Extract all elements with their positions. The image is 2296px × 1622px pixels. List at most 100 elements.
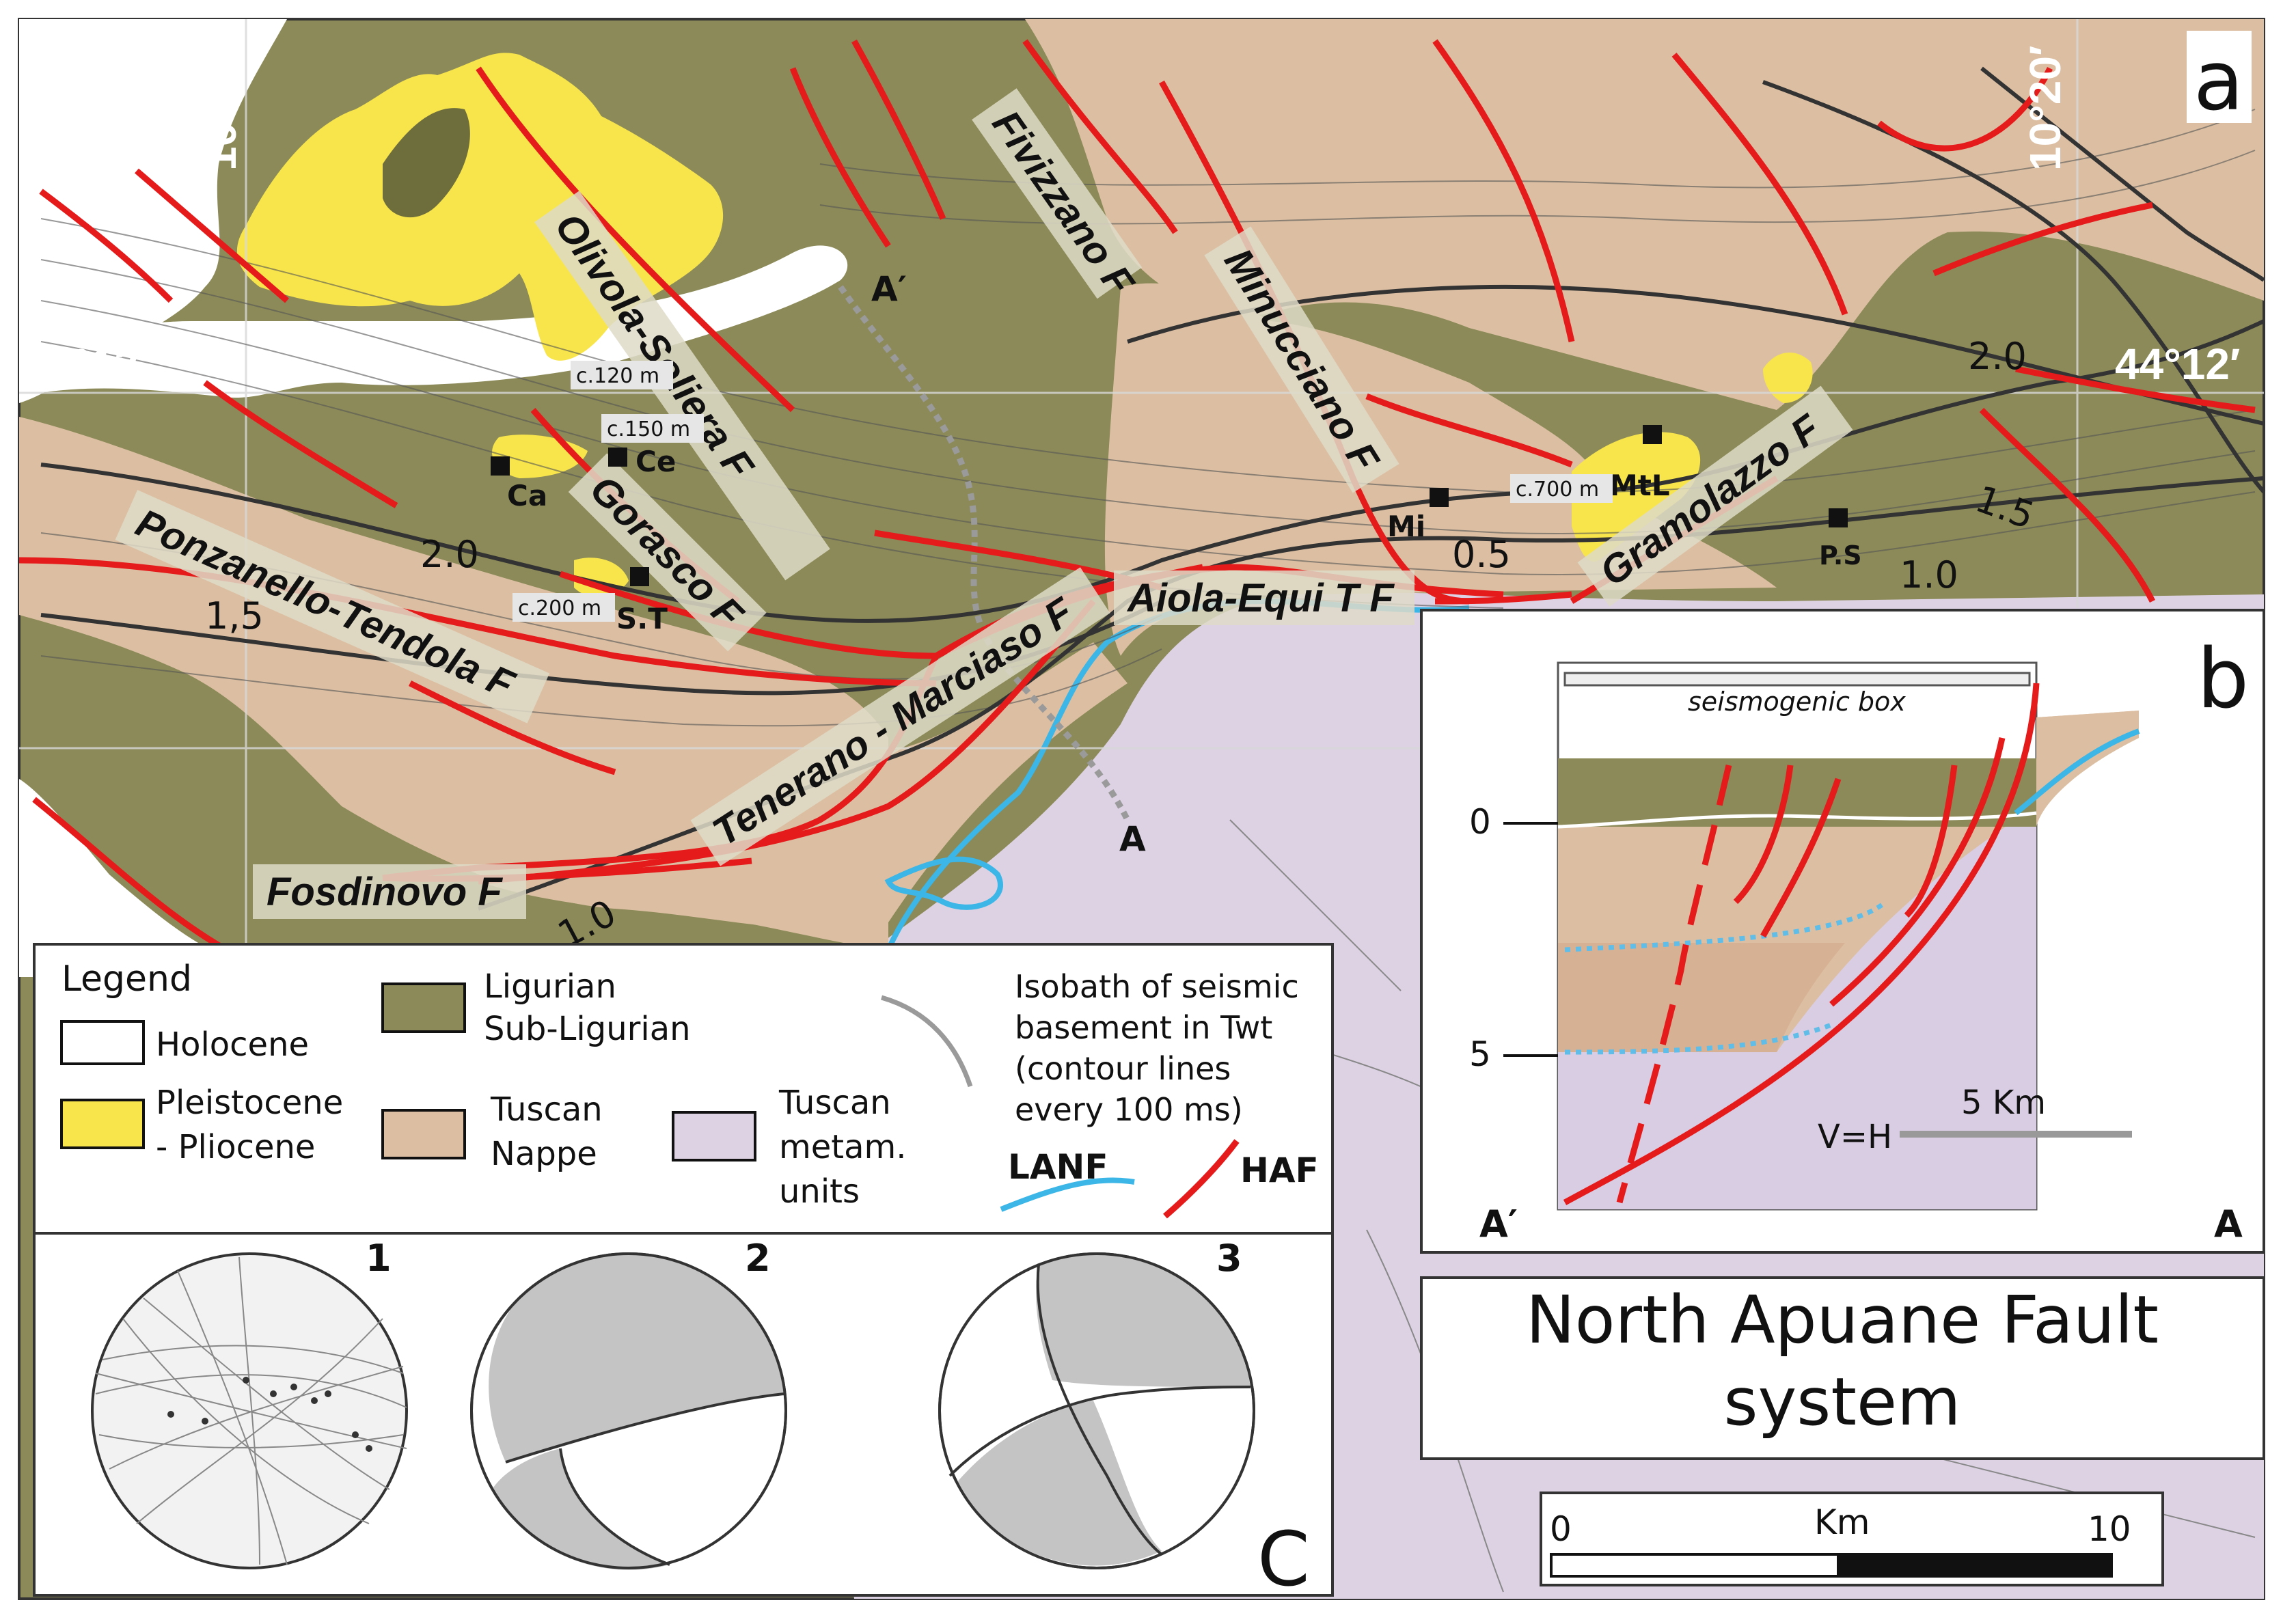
stereonet-2 — [470, 1252, 787, 1570]
place-ce: Ce — [636, 445, 676, 478]
marker-st — [630, 567, 649, 586]
title-line-2: system — [1723, 1364, 1960, 1440]
section-right-end: A — [2214, 1202, 2243, 1246]
title-box-frame — [1420, 1276, 2265, 1460]
panel-c-label: C — [1257, 1515, 1310, 1603]
holocene-area-nw — [19, 19, 287, 403]
ponzanello-fault-2 — [18, 557, 937, 687]
olivola-soliera-fault — [476, 66, 795, 413]
panel-a-label: a — [2194, 34, 2244, 129]
holocene-area-valley — [19, 245, 848, 398]
legend-pleistocene-2: - Pliocene — [156, 1128, 315, 1166]
stereonet-1-label: 1 — [366, 1237, 392, 1280]
ligurian-patch — [383, 108, 470, 218]
legend-swatch-tuscan-metam — [672, 1111, 756, 1161]
legend-haf: HAF — [1240, 1151, 1319, 1190]
pleistocene-area-ne — [1763, 353, 1813, 403]
scalebar-unit: Km — [1814, 1502, 1870, 1542]
depth-5-label: 5 — [1469, 1034, 1491, 1074]
elev-700: c.700 m — [1516, 478, 1599, 501]
place-markers: Ce Ca S.T Mi MtL P.S — [491, 425, 1862, 635]
legend-tuscan-metam-2: metam. — [779, 1128, 907, 1166]
elev-120: c.120 m — [576, 364, 659, 388]
legend-tuscan-nappe-1: Tuscan — [490, 1090, 603, 1129]
marker-ce — [608, 448, 627, 467]
section-trace — [838, 285, 1131, 822]
panel-b-label: b — [2197, 632, 2249, 727]
legend-isobath-4: every 100 ms) — [1015, 1091, 1243, 1128]
legend-lanf: LANF — [1008, 1147, 1108, 1187]
coordinate-labels: 10°00′ 10°20′ 44°12′ 44°12′ — [24, 46, 2240, 389]
place-ca: Ca — [507, 479, 547, 512]
legend-tuscan-nappe-2: Nappe — [491, 1135, 597, 1173]
marker-ca — [491, 456, 510, 476]
lat-left-label: 44°12′ — [24, 340, 149, 389]
scalebar-white — [1550, 1553, 1840, 1578]
depth-0-label: 0 — [1469, 802, 1491, 842]
legend-isobath-2: basement in Twt — [1015, 1009, 1272, 1046]
legend-ligurian-2: Sub-Ligurian — [484, 1010, 691, 1048]
marker-ps — [1829, 508, 1848, 527]
title-box: North Apuane Fault system — [1420, 1276, 2265, 1460]
stereonet-3 — [938, 1252, 1255, 1569]
place-st: S.T — [616, 602, 668, 635]
isobath-contours-thin — [40, 109, 2256, 727]
isobath-label-1-5-left: 1,5 — [205, 594, 264, 637]
legend-panel: Legend Holocene Pleistocene - Pliocene L… — [33, 943, 1334, 1235]
marker-mtl — [1643, 425, 1662, 444]
fivizzano-fault — [1022, 39, 1178, 234]
legend-swatch-tuscan-nappe — [381, 1109, 466, 1159]
section-left-end: A′ — [1479, 1202, 1518, 1246]
section-scale-label: 5 Km — [1961, 1084, 2046, 1122]
legend-isobath-3: (contour lines — [1015, 1050, 1231, 1087]
legend-tuscan-metam-1: Tuscan — [778, 1084, 891, 1122]
isobath-label-2-0-left: 2.0 — [420, 533, 479, 576]
elev-150: c.150 m — [607, 417, 690, 441]
lon-right-label: 10°20′ — [2021, 46, 2070, 171]
holocene-area-sw — [19, 779, 226, 977]
panel-a-bg — [2187, 31, 2252, 123]
section-end-a-prime: A′ — [871, 269, 907, 309]
legend-haf-line — [1163, 1139, 1240, 1219]
legend-holocene: Holocene — [156, 1026, 309, 1064]
scalebar-black — [1837, 1553, 2113, 1578]
legend-title: Legend — [62, 959, 192, 1000]
map-scale-bar: Km 0 10 — [1540, 1492, 2164, 1586]
aiola-equi-label: Aiola-Equi T F — [1126, 576, 1395, 620]
tuscan-nappe-area-north — [1025, 19, 2264, 410]
legend-lanf-line — [1000, 1177, 1135, 1212]
stereonet-panel: C 1 2 — [33, 1232, 1334, 1603]
lat-right-label: 44°12′ — [2115, 340, 2240, 389]
seismogenic-box-label: seismogenic box — [1688, 687, 1906, 717]
legend-frame — [33, 943, 1334, 1235]
marker-mi — [1430, 488, 1449, 507]
legend-tuscan-metam-3: units — [779, 1172, 860, 1211]
legend-swatch-holocene — [60, 1020, 145, 1065]
legend-swatch-pleistocene — [60, 1099, 145, 1149]
title-line-1: North Apuane Fault — [1526, 1282, 2159, 1358]
stereonet-3-label: 3 — [1216, 1237, 1242, 1280]
lon-left-label: 10°00′ — [196, 46, 245, 171]
scalebar-min: 0 — [1550, 1509, 1572, 1549]
legend-swatch-ligurian — [381, 982, 466, 1033]
section-plot: seismogenic box 0 5 5 Km V=H A′ A — [1469, 661, 2243, 1246]
stereonet-1 — [91, 1252, 408, 1569]
isobath-label-2-0-right: 2.0 — [1968, 335, 2027, 378]
legend-pleistocene-1: Pleistocene — [156, 1084, 343, 1122]
cross-section-panel: b seismogenic box 0 — [1420, 609, 2265, 1254]
pleistocene-area-mtl — [1572, 432, 1701, 562]
legend-isobath-line — [881, 995, 973, 1088]
tenerano-fault-2 — [478, 599, 1096, 885]
scalebar-max: 10 — [2088, 1509, 2131, 1549]
ponzanello-tendola-fault — [559, 564, 1203, 659]
place-ps: P.S — [1819, 540, 1862, 571]
section-end-a: A — [1119, 819, 1146, 859]
stereonet-2-label: 2 — [745, 1237, 771, 1280]
legend-ligurian-1: Ligurian — [484, 967, 616, 1006]
fosdinovo-label: Fosdinovo F — [266, 870, 503, 914]
section-ratio-label: V=H — [1818, 1118, 1892, 1156]
place-mtl: MtL — [1609, 469, 1670, 502]
isobath-label-0-5: 0.5 — [1452, 533, 1511, 576]
legend-isobath-1: Isobath of seismic — [1015, 968, 1299, 1005]
